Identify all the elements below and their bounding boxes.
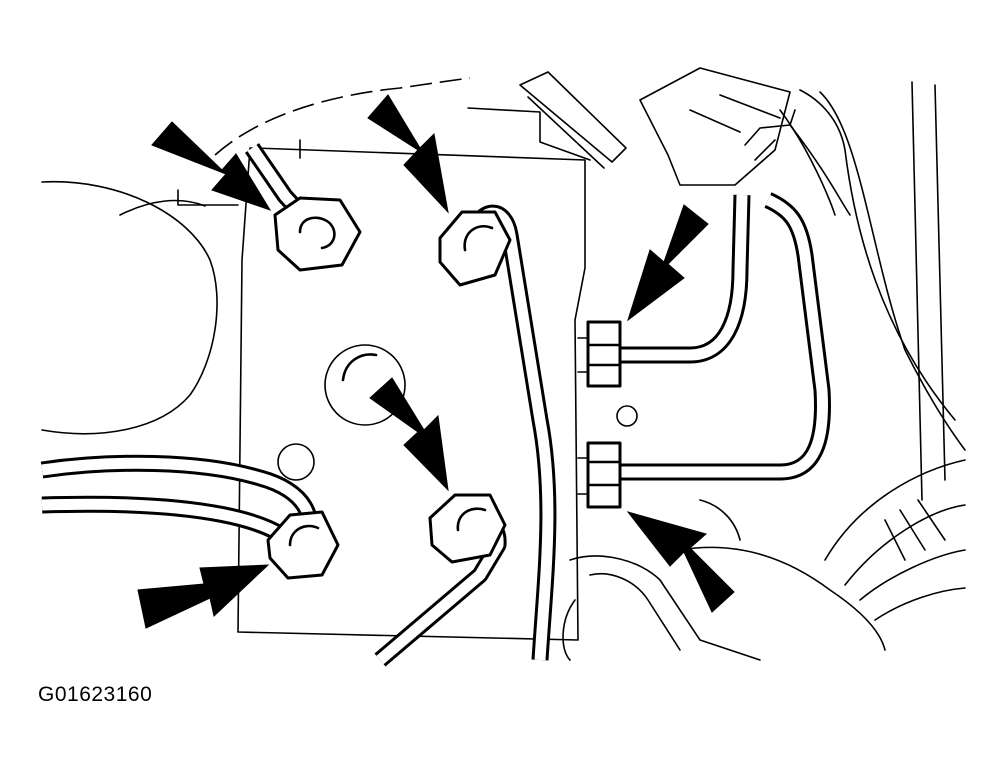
frame-rail <box>911 81 946 501</box>
callout-arrow-1 <box>151 121 272 211</box>
background-engine-component <box>41 180 218 435</box>
callout-arrow-2 <box>367 94 449 214</box>
lower-bracket <box>562 499 761 661</box>
background-dashed-outline <box>214 77 471 156</box>
fitting-nut-right-lower <box>577 441 622 509</box>
fitting-nuts <box>266 196 622 580</box>
callout-arrow-3 <box>369 377 449 492</box>
fitting-nut-lower-middle <box>428 493 507 564</box>
figure-id-label: G01623160 <box>38 683 153 706</box>
callout-arrow-5 <box>627 204 709 322</box>
callout-arrow-6 <box>626 511 735 613</box>
rubber-boot <box>679 459 966 651</box>
callout-arrow-4 <box>137 564 270 629</box>
callout-arrows <box>137 94 735 629</box>
fitting-nut-lower-left <box>266 510 340 580</box>
electrical-connector <box>519 67 966 451</box>
fitting-nut-right-upper <box>577 320 622 388</box>
fitting-nut-upper-middle <box>438 210 512 287</box>
fitting-nut-upper-left <box>273 196 362 272</box>
